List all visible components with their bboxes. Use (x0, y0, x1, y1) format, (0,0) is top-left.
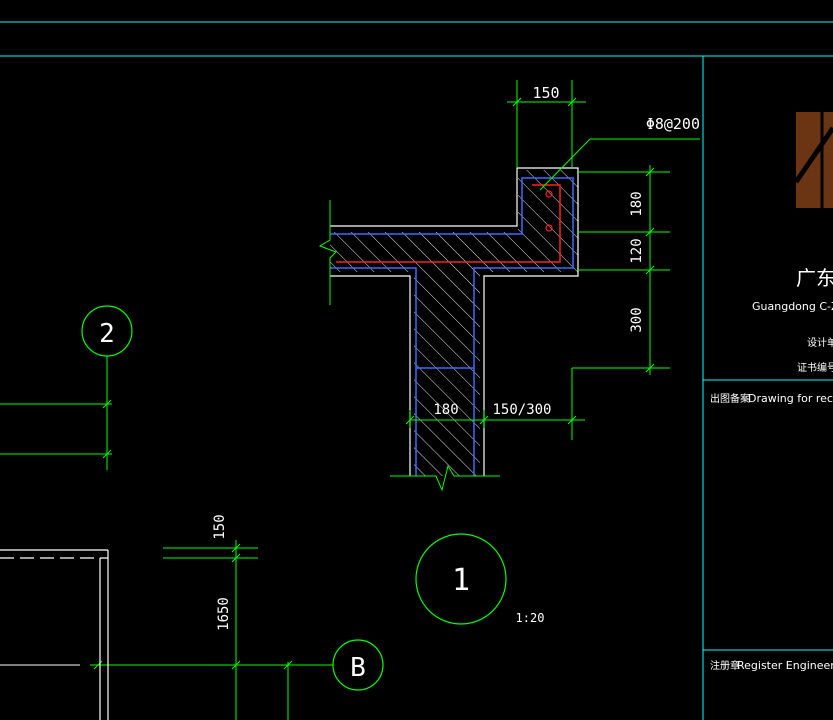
company-name-en: Guangdong C-Zo (752, 300, 833, 313)
grid-bubble-b[interactable]: B (332, 639, 384, 691)
grid-axis-number: 2 (99, 319, 115, 349)
grid-axis-letter: B (350, 653, 366, 683)
filing-label-en: Drawing for reco (748, 392, 833, 405)
title-block[interactable]: 广东 Guangdong C-Zo 设计单位 证书编号C 出图备案 Drawin… (710, 112, 833, 672)
dim-web-width: 180 (433, 402, 458, 418)
engineer-label-en: Register Engineer S (737, 659, 833, 672)
dim-height-upper: 180 (629, 191, 645, 216)
dim-150: 150 (212, 514, 228, 539)
concrete-hatch (330, 170, 578, 476)
title-field-1: 设计单位 (807, 336, 833, 349)
break-symbol-bottom (390, 464, 500, 492)
break-symbol-left (318, 200, 337, 305)
dim-height-lower: 300 (629, 307, 645, 332)
rebar-dot-1 (545, 190, 553, 198)
company-name-cn: 广东 (796, 266, 833, 290)
grid-bubble-2[interactable]: 2 (81, 305, 133, 357)
title-field-2: 证书编号C (797, 361, 833, 374)
section-outline (330, 167, 579, 476)
main-rebar (336, 184, 561, 263)
stirrup-outline (330, 177, 574, 476)
plan-outline (0, 549, 109, 720)
dim-top-width: 150 (532, 84, 559, 102)
scale-label: 1:20 (516, 611, 545, 625)
filing-label-cn: 出图备案 (710, 392, 750, 405)
engineer-label-cn: 注册章 (710, 659, 740, 672)
section-detail[interactable] (318, 167, 579, 492)
rebar-callout: Φ8@200 (646, 115, 700, 133)
detail-dimensions (405, 80, 700, 440)
drawing-frame (0, 21, 833, 720)
rebar-dot-2 (545, 224, 553, 232)
dim-offset: 150/300 (492, 402, 551, 418)
dim-1650: 1650 (216, 597, 232, 631)
dim-height-slab: 120 (629, 238, 645, 263)
grid-lines (0, 356, 333, 720)
detail-number: 1 (452, 563, 470, 598)
detail-label-bubble[interactable]: 1 (415, 533, 507, 625)
company-logo (793, 112, 833, 208)
